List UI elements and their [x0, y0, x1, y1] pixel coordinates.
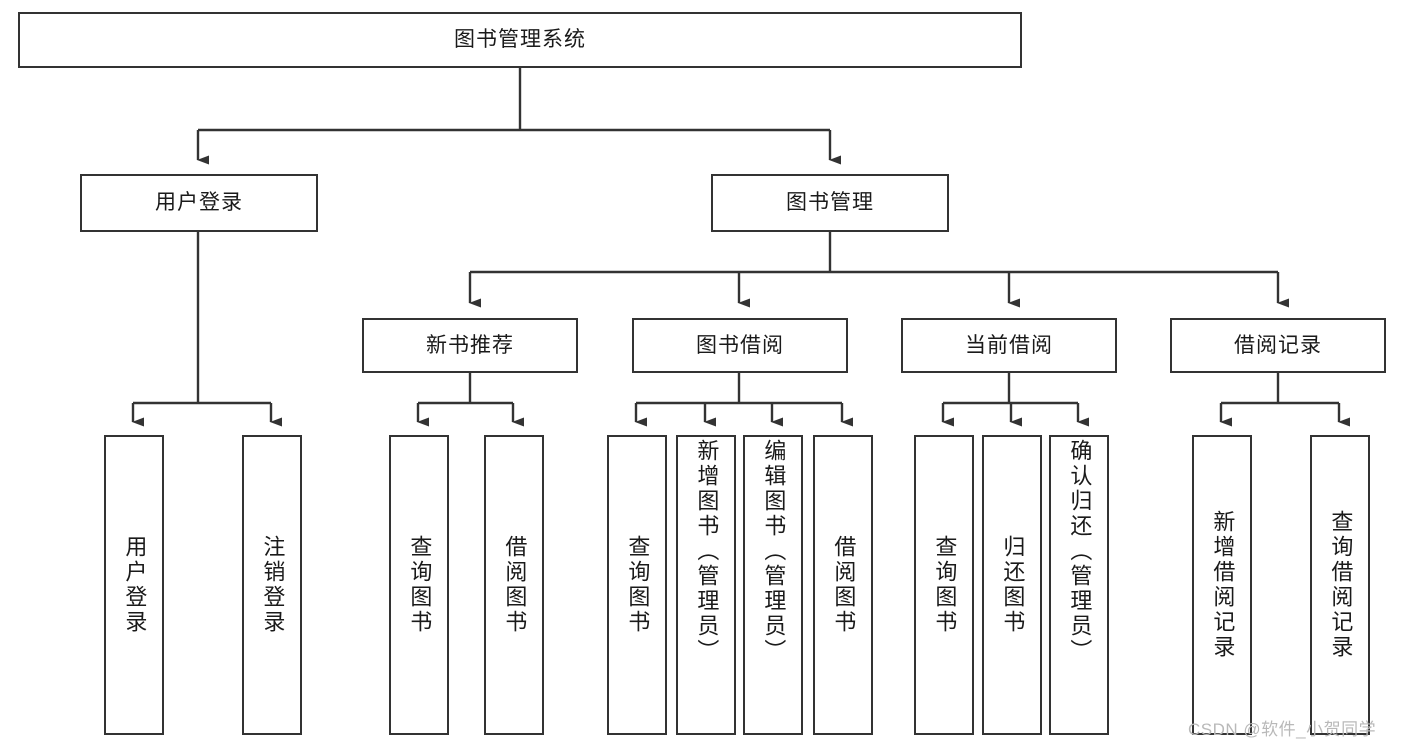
leaf-borrow-book-recommend[interactable]: 借阅图书	[484, 435, 544, 735]
node-root-book-management-system[interactable]: 图书管理系统	[18, 12, 1022, 68]
node-label: 新增图书（管理员）	[694, 439, 720, 664]
node-current-borrow[interactable]: 当前借阅	[901, 318, 1117, 373]
leaf-add-book-admin[interactable]: 新增图书（管理员）	[676, 435, 736, 735]
leaf-user-login[interactable]: 用户登录	[104, 435, 164, 735]
node-label: 确认归还（管理员）	[1067, 439, 1093, 664]
node-label: 借阅图书	[831, 535, 857, 635]
node-label: 图书管理系统	[454, 28, 586, 52]
node-label: 当前借阅	[965, 333, 1053, 357]
node-label: 新书推荐	[426, 333, 514, 357]
leaf-borrow-book[interactable]: 借阅图书	[813, 435, 873, 735]
leaf-query-book-borrow[interactable]: 查询图书	[607, 435, 667, 735]
node-borrow-record[interactable]: 借阅记录	[1170, 318, 1386, 373]
leaf-query-book-current[interactable]: 查询图书	[914, 435, 974, 735]
node-label: 用户登录	[155, 191, 243, 215]
node-label: 编辑图书（管理员）	[761, 439, 787, 664]
node-label: 查询图书	[932, 535, 958, 635]
node-label: 注销登录	[260, 535, 286, 635]
node-label: 归还图书	[1000, 535, 1026, 635]
leaf-query-borrow-record[interactable]: 查询借阅记录	[1310, 435, 1370, 735]
node-book-borrow[interactable]: 图书借阅	[632, 318, 848, 373]
leaf-logout-login[interactable]: 注销登录	[242, 435, 302, 735]
node-book-management[interactable]: 图书管理	[711, 174, 949, 232]
node-label: 用户登录	[122, 535, 148, 635]
leaf-add-borrow-record[interactable]: 新增借阅记录	[1192, 435, 1252, 735]
leaf-edit-book-admin[interactable]: 编辑图书（管理员）	[743, 435, 803, 735]
leaf-query-book-recommend[interactable]: 查询图书	[389, 435, 449, 735]
node-label: 借阅图书	[502, 535, 528, 635]
node-label: 新增借阅记录	[1210, 510, 1236, 660]
csdn-watermark: CSDN @软件_小贺同学	[1188, 720, 1377, 739]
leaf-confirm-return-admin[interactable]: 确认归还（管理员）	[1049, 435, 1109, 735]
node-label: 借阅记录	[1234, 333, 1322, 357]
node-user-login[interactable]: 用户登录	[80, 174, 318, 232]
node-label: 查询图书	[407, 535, 433, 635]
node-label: 查询图书	[625, 535, 651, 635]
leaf-return-book[interactable]: 归还图书	[982, 435, 1042, 735]
node-label: 图书借阅	[696, 333, 784, 357]
node-new-book-recommend[interactable]: 新书推荐	[362, 318, 578, 373]
node-label: 查询借阅记录	[1328, 510, 1354, 660]
node-label: 图书管理	[786, 191, 874, 215]
